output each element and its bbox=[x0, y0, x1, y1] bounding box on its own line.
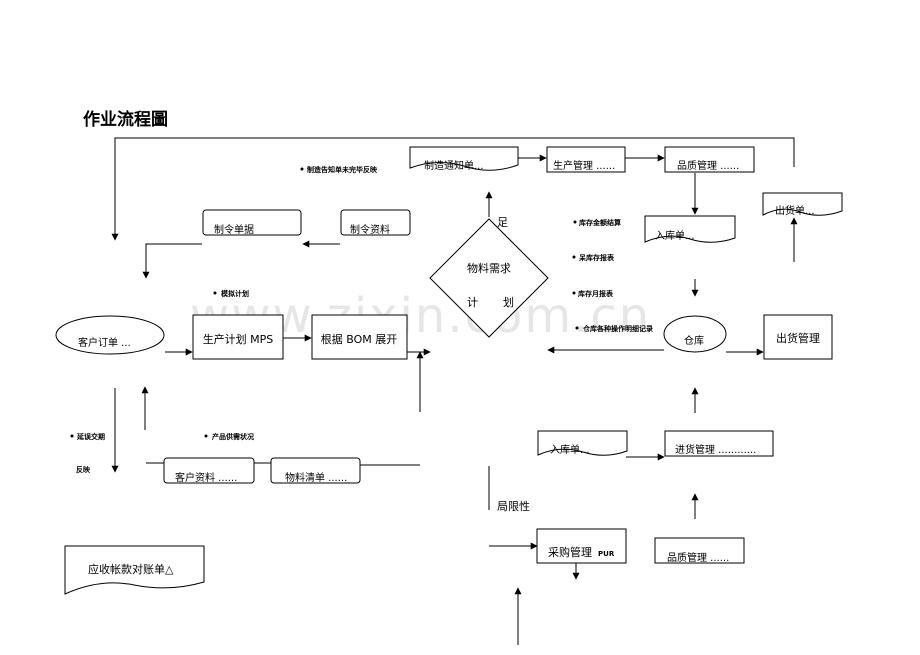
svg-text:制造告知单未完毕反映: 制造告知单未完毕反映 bbox=[307, 165, 378, 174]
top-box-2-label: 生产管理 ...... bbox=[553, 159, 615, 172]
customer-order-node[interactable]: 客户订单 ... bbox=[55, 315, 165, 355]
note-inv-amount: 库存金额结算 bbox=[573, 218, 621, 227]
mps-label: 生产计划 MPS bbox=[203, 332, 274, 346]
shipping-box[interactable]: 出货管理 bbox=[763, 314, 833, 360]
box-left-2[interactable]: 制令资料 bbox=[340, 209, 411, 236]
note-simulate: 模拟计划 bbox=[213, 289, 249, 298]
note-wh-detail: 仓库各种操作明细记录 bbox=[575, 324, 653, 333]
note-top: 制造告知单未完毕反映 bbox=[300, 165, 378, 174]
svg-text:库存金额结算: 库存金额结算 bbox=[579, 218, 621, 227]
svg-text:仓库各种操作明细记录: 仓库各种操作明细记录 bbox=[582, 324, 653, 333]
box-material-list[interactable]: 物料清单 ...... bbox=[270, 457, 361, 484]
limitation-label: 局限性 bbox=[497, 499, 530, 513]
mrp-char-hua: 划 bbox=[503, 296, 514, 309]
mid-right-doc[interactable]: 入库单... bbox=[644, 215, 736, 243]
box-customer-data[interactable]: 客户资料 ...... bbox=[163, 457, 255, 484]
box-left-1[interactable]: 制令单据 bbox=[202, 209, 302, 236]
doc-inbound-2[interactable]: 入库单... bbox=[537, 430, 628, 456]
customer-order-label: 客户订单 ... bbox=[78, 336, 131, 349]
top-box-3[interactable]: 品质管理 ...... bbox=[664, 146, 755, 173]
top-loop-line bbox=[111, 137, 795, 241]
note-inv-month: 库存月报表 bbox=[572, 289, 614, 298]
mrp-diamond[interactable]: 物料需求 计 划 bbox=[429, 218, 549, 338]
svg-text:库存月报表: 库存月报表 bbox=[578, 289, 614, 298]
note-inv-report: 呆库存报表 bbox=[572, 253, 615, 262]
doc-inbound-2-label: 入库单... bbox=[550, 443, 590, 456]
box-quality-bottom-label: 品质管理 ...... bbox=[667, 551, 729, 564]
svg-text:呆库存报表: 呆库存报表 bbox=[578, 253, 615, 262]
box-material-list-label: 物料清单 ...... bbox=[285, 471, 347, 484]
svg-text:延误交期: 延误交期 bbox=[76, 432, 105, 441]
page-title: 作业流程圖 bbox=[83, 109, 168, 130]
purchasing-label: 采购管理 bbox=[548, 545, 592, 559]
top-doc-1-label: 制造通知单... bbox=[424, 159, 484, 172]
purchasing-suffix: PUR bbox=[598, 550, 615, 558]
box-inbound-mgmt[interactable]: 进货管理 ............ bbox=[664, 430, 774, 457]
shipping-label: 出货管理 bbox=[776, 331, 820, 345]
note-feedback: 反映 bbox=[76, 465, 91, 474]
bom-box[interactable]: 根据 BOM 展开 bbox=[311, 314, 408, 360]
right-top-doc-label: 出货单... bbox=[775, 204, 815, 217]
svg-text:模拟计划: 模拟计划 bbox=[221, 289, 249, 298]
box-inbound-mgmt-label: 进货管理 ............ bbox=[675, 443, 756, 456]
top-box-2[interactable]: 生产管理 ...... bbox=[546, 146, 626, 173]
box-left-2-label: 制令资料 bbox=[350, 223, 390, 236]
top-doc-1[interactable]: 制造通知单... bbox=[409, 146, 519, 172]
mrp-char-ji: 计 bbox=[467, 296, 478, 309]
right-top-doc[interactable]: 出货单... bbox=[762, 192, 843, 217]
top-box-3-label: 品质管理 ...... bbox=[677, 159, 739, 172]
purchasing-box[interactable]: 采购管理 PUR bbox=[536, 528, 627, 564]
mps-box[interactable]: 生产计划 MPS bbox=[192, 314, 284, 360]
note-supply: 产品供需状况 bbox=[204, 432, 254, 441]
ar-reconcile-doc[interactable]: 应收帐款对账单△ bbox=[64, 545, 205, 595]
warehouse-label: 仓库 bbox=[684, 334, 704, 347]
mrp-label: 物料需求 bbox=[467, 261, 511, 275]
mid-right-doc-label: 入库单... bbox=[655, 229, 695, 242]
box-left-1-label: 制令单据 bbox=[214, 223, 254, 236]
box-quality-bottom[interactable]: 品质管理 ...... bbox=[654, 537, 745, 564]
warehouse-node[interactable]: 仓库 bbox=[663, 315, 727, 353]
svg-text:产品供需状况: 产品供需状况 bbox=[212, 432, 254, 441]
box-customer-data-label: 客户资料 ...... bbox=[175, 471, 237, 484]
note-delay: 延误交期 bbox=[70, 432, 105, 441]
insufficient-label: 足 bbox=[497, 216, 508, 229]
arrow-to-order bbox=[142, 243, 202, 279]
ar-reconcile-label: 应收帐款对账单△ bbox=[88, 562, 174, 576]
bom-label: 根据 BOM 展开 bbox=[321, 332, 398, 346]
